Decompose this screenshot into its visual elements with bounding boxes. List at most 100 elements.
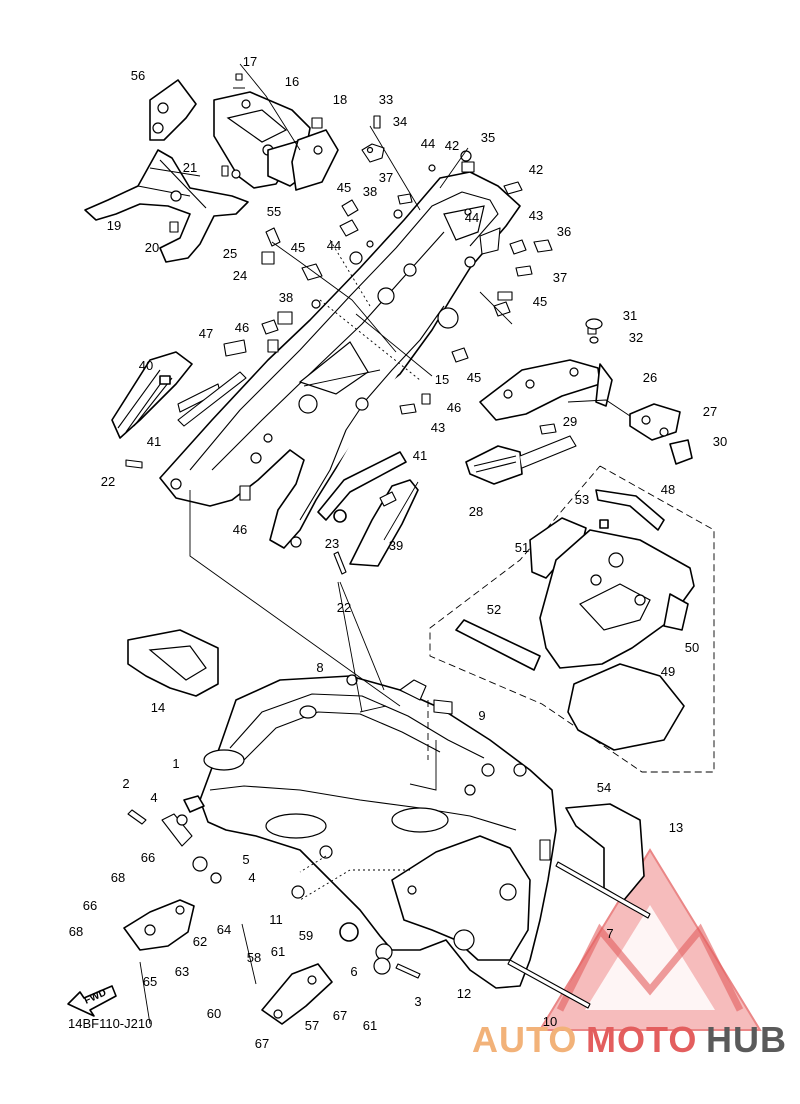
callout-47: 47: [199, 326, 213, 341]
callout-16: 16: [285, 74, 299, 89]
callout-27: 27: [703, 404, 717, 419]
callout-68: 68: [69, 924, 83, 939]
callout-22: 22: [337, 600, 351, 615]
callout-26: 26: [643, 370, 657, 385]
rear-frame: [159, 171, 521, 549]
callout-55: 55: [267, 204, 281, 219]
watermark-brand-part1: AUTO: [472, 1019, 577, 1060]
callout-22: 22: [101, 474, 115, 489]
callout-57: 57: [305, 1018, 319, 1033]
side-covers: [111, 351, 419, 567]
callout-24: 24: [233, 268, 247, 283]
callout-44: 44: [327, 238, 341, 253]
callout-39: 39: [389, 538, 403, 553]
callout-3: 3: [414, 994, 421, 1009]
callout-51: 51: [515, 540, 529, 555]
callout-44: 44: [421, 136, 435, 151]
callout-11: 11: [269, 912, 283, 927]
callout-37: 37: [379, 170, 393, 185]
callout-40: 40: [139, 358, 153, 373]
diagram-code: 14BF110-J210: [68, 1016, 152, 1031]
link-brackets: [123, 845, 391, 1025]
callout-41: 41: [413, 448, 427, 463]
callout-65: 65: [143, 974, 157, 989]
callout-45: 45: [291, 240, 305, 255]
callout-13: 13: [669, 820, 683, 835]
callout-52: 52: [487, 602, 501, 617]
callout-38: 38: [363, 184, 377, 199]
callout-54: 54: [597, 780, 611, 795]
callout-49: 49: [661, 664, 675, 679]
callout-23: 23: [325, 536, 339, 551]
watermark-logo: [538, 848, 762, 1031]
callout-66: 66: [83, 898, 97, 913]
callout-14: 14: [151, 700, 165, 715]
callout-labels: 1 2 3 4 4 5 6 7 8 9 10 11 12 13 14 15 16…: [69, 54, 727, 1051]
callout-28: 28: [469, 504, 483, 519]
callout-32: 32: [629, 330, 643, 345]
callout-8: 8: [316, 660, 323, 675]
callout-25: 25: [223, 246, 237, 261]
callout-59: 59: [299, 928, 313, 943]
callout-20: 20: [145, 240, 159, 255]
callout-68: 68: [111, 870, 125, 885]
frame-cover-parts: [127, 629, 645, 901]
callout-45: 45: [533, 294, 547, 309]
callout-18: 18: [333, 92, 347, 107]
under-cowl-kit-group: [429, 465, 715, 773]
callout-36: 36: [557, 224, 571, 239]
callout-33: 33: [379, 92, 393, 107]
bolts: [125, 459, 651, 1009]
callout-4: 4: [248, 870, 255, 885]
callout-46: 46: [235, 320, 249, 335]
callout-45: 45: [337, 180, 351, 195]
callout-38: 38: [279, 290, 293, 305]
callout-15: 15: [435, 372, 449, 387]
callout-53: 53: [575, 492, 589, 507]
callout-4: 4: [150, 790, 157, 805]
callout-9: 9: [478, 708, 485, 723]
forward-arrow-icon: FWD: [67, 985, 117, 1017]
callout-60: 60: [207, 1006, 221, 1021]
callout-67: 67: [255, 1036, 269, 1051]
callout-56: 56: [131, 68, 145, 83]
callout-62: 62: [193, 934, 207, 949]
callout-31: 31: [623, 308, 637, 323]
callout-43: 43: [431, 420, 445, 435]
callout-21: 21: [183, 160, 197, 175]
rear-bracket-parts: [465, 318, 693, 485]
main-frame: [161, 675, 557, 989]
callout-35: 35: [481, 130, 495, 145]
callout-50: 50: [685, 640, 699, 655]
callout-2: 2: [122, 776, 129, 791]
callout-44: 44: [465, 210, 479, 225]
callout-12: 12: [457, 986, 471, 1001]
callout-5: 5: [242, 852, 249, 867]
callout-63: 63: [175, 964, 189, 979]
watermark-wordmark: AUTO MOTO HUB: [472, 1019, 787, 1060]
callout-19: 19: [107, 218, 121, 233]
callout-66: 66: [141, 850, 155, 865]
callout-7: 7: [606, 926, 613, 941]
callout-48: 48: [661, 482, 675, 497]
callout-64: 64: [217, 922, 231, 937]
callout-10: 10: [543, 1014, 557, 1029]
callout-29: 29: [563, 414, 577, 429]
callout-17: 17: [243, 54, 257, 69]
callout-46: 46: [233, 522, 247, 537]
callout-37: 37: [553, 270, 567, 285]
watermark-brand-part3: HUB: [706, 1019, 787, 1060]
callout-34: 34: [393, 114, 407, 129]
callout-30: 30: [713, 434, 727, 449]
callout-43: 43: [529, 208, 543, 223]
callout-61: 61: [271, 944, 285, 959]
callout-45: 45: [467, 370, 481, 385]
callout-61: 61: [363, 1018, 377, 1033]
callout-6: 6: [350, 964, 357, 979]
watermark-brand-part2: MOTO: [586, 1019, 697, 1060]
callout-58: 58: [247, 950, 261, 965]
callout-41: 41: [147, 434, 161, 449]
callout-1: 1: [172, 756, 179, 771]
tail-light-bracket-assembly: [84, 73, 339, 265]
